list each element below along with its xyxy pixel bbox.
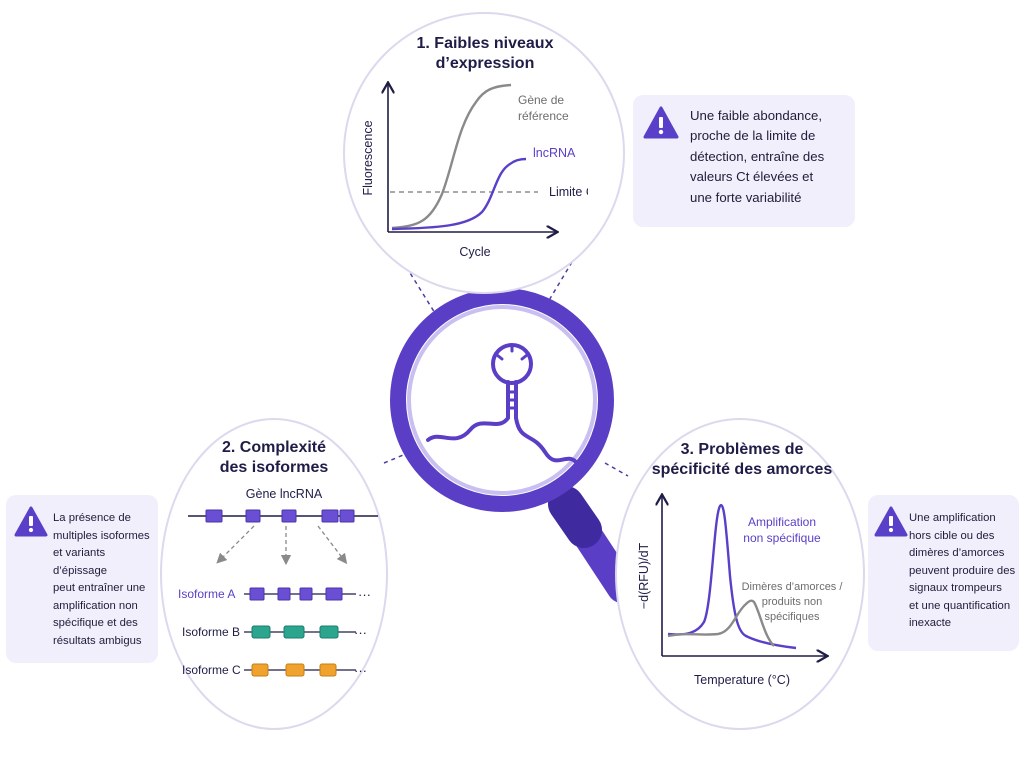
isoform-b-label: Isoforme B	[182, 625, 240, 639]
note2-line: et variants d’épissage	[53, 547, 108, 577]
note2-line: peut entraîner une	[53, 582, 146, 594]
note2-text: La présence de multiples isoformes et va…	[53, 510, 157, 650]
amplification-label-line1: Amplification	[748, 515, 816, 529]
magnifier-icon	[390, 288, 637, 603]
note2-line: multiples isoformes	[53, 529, 150, 542]
panel2-title: 2. Complexité des isoformes	[196, 438, 352, 478]
exon	[249, 587, 265, 601]
gene-label: Gène lncRNA	[246, 487, 323, 501]
amplification-label-line2: non spécifique	[743, 531, 821, 545]
exon	[325, 587, 343, 601]
reference-gene-label-line1: Gène de	[518, 93, 564, 107]
panel-primer-specificity	[615, 418, 865, 730]
panel3-title: 3. Problèmes de spécificité des amorces	[640, 440, 844, 480]
panel1-x-label: Cycle	[459, 245, 490, 259]
exon	[321, 509, 339, 523]
note2-line: résultats ambigus	[53, 634, 142, 647]
exon	[299, 587, 313, 601]
note3-line: peuvent produire des	[909, 564, 1016, 577]
reference-gene-curve	[391, 83, 512, 230]
note1-line: détection, entraîne des	[690, 148, 825, 164]
note2-line: spécifique et des	[53, 617, 138, 629]
note3-line: Une amplification	[909, 512, 996, 524]
specific-amplification-curve	[667, 503, 797, 650]
splice-arrow	[317, 525, 348, 565]
panel2-title-line2: des isoformes	[219, 459, 329, 476]
isoform-c-label: Isoforme C	[182, 663, 241, 677]
exon	[319, 663, 337, 677]
isoform-b-ellipsis: ···	[354, 625, 367, 640]
splice-arrow	[216, 525, 255, 564]
exon	[251, 663, 269, 677]
note1-line: proche de la limite de	[690, 128, 816, 144]
note3-line: dimères d’amorces	[909, 547, 1005, 559]
primer-dimer-curve	[667, 599, 775, 647]
warning-icon	[14, 506, 48, 537]
panel1-title: 1. Faibles niveaux d’expression	[383, 34, 587, 74]
lncrna-label: lncRNA	[533, 146, 576, 160]
panel3-x-label: Temperature (°C)	[694, 673, 790, 687]
exon	[281, 509, 297, 523]
note3-line: signaux trompeurs	[909, 582, 1002, 594]
exon	[285, 663, 305, 677]
note1-line: une forte variabilité	[690, 189, 802, 205]
exon	[283, 625, 305, 639]
note2-line: La présence de	[53, 512, 131, 524]
rna-hairpin-icon	[426, 343, 578, 464]
panel1-title-line1: 1. Faibles niveaux	[416, 35, 554, 52]
panel1-title-line2: d’expression	[435, 55, 535, 72]
isoform-a-label: Isoforme A	[178, 587, 235, 601]
exon	[339, 509, 355, 523]
note1-line: Une faible abondance,	[690, 108, 822, 123]
isoform-diagram: Gène lncRNA Isoforme A ··· Isoforme B	[178, 487, 378, 678]
exon	[205, 509, 223, 523]
ct-threshold-label: Limite Ct	[549, 185, 588, 199]
note1-line: valeurs Ct élevées et	[690, 169, 814, 185]
panel3-title-line1: 3. Problèmes de	[680, 441, 804, 458]
panel3-title-line2: spécificité des amorces	[651, 461, 833, 478]
warning-icon	[874, 506, 908, 537]
amplification-curve-chart: Fluorescence Cycle Limite Ct Gène de réf…	[361, 76, 588, 259]
panel-isoform-complexity	[160, 418, 388, 730]
note2-line: amplification non	[53, 599, 138, 612]
note3-line: et une quantification	[909, 599, 1011, 612]
isoform-a-ellipsis: ···	[358, 587, 371, 602]
isoform-c-ellipsis: ···	[354, 663, 367, 678]
warning-icon	[643, 106, 679, 139]
panel2-title-line1: 2. Complexité	[221, 439, 327, 456]
exon	[319, 625, 339, 639]
exon	[251, 625, 271, 639]
dimer-label-line1: Dimères d’amorces /	[742, 581, 844, 593]
exon	[245, 509, 261, 523]
note1-text: Une faible abondance, proche de la limit…	[690, 106, 850, 208]
note3-text: Une amplification hors cible ou des dimè…	[909, 510, 1017, 633]
dimer-label-line2: produits non	[762, 596, 823, 608]
melt-curve-chart: −d(RFU)/dT Temperature (°C) Amplificatio…	[637, 486, 844, 687]
exon	[277, 587, 291, 601]
lncrna-curve	[391, 157, 527, 231]
panel1-y-label: Fluorescence	[361, 120, 375, 195]
panel3-y-label: −d(RFU)/dT	[637, 542, 651, 609]
note3-line: inexacte	[909, 617, 952, 629]
connector-panel3	[604, 462, 629, 477]
note-low-expression	[633, 95, 855, 227]
reference-gene-label-line2: référence	[518, 109, 569, 123]
panel-low-expression	[343, 12, 625, 294]
note3-line: hors cible ou des	[909, 529, 995, 542]
dimer-label-line3: spécifiques	[764, 611, 820, 623]
